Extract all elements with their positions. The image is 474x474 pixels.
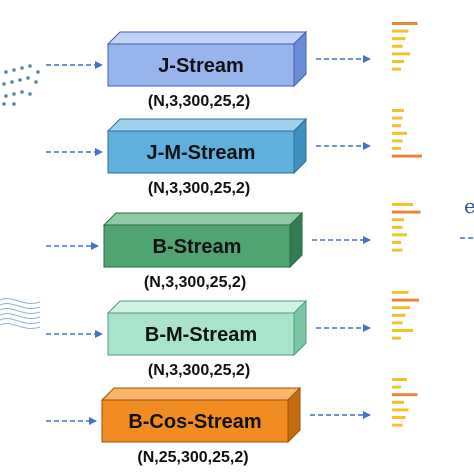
motion-wave-line	[0, 323, 41, 329]
stream-row: B-Stream (N,3,300,25,2)	[46, 203, 421, 291]
skeleton-joint-dot	[34, 80, 38, 84]
score-bar	[392, 116, 403, 120]
score-bar	[392, 22, 418, 25]
skeleton-joint-dot	[2, 82, 6, 86]
stream-box	[107, 43, 295, 87]
motion-wave-line	[0, 298, 41, 304]
score-bar-chart	[392, 291, 419, 340]
skeleton-joint-dot	[12, 102, 16, 106]
stream-output-shape: (N,3,300,25,2)	[148, 180, 250, 197]
fusion-symbol: e	[464, 194, 474, 218]
score-bar	[392, 203, 413, 206]
score-bar	[392, 298, 419, 302]
score-bar	[392, 393, 418, 397]
motion-wave-line	[0, 318, 41, 324]
score-bar	[392, 210, 421, 214]
stream-label: J-M-Stream	[147, 142, 256, 164]
score-bar	[392, 408, 409, 412]
score-bar-chart	[392, 22, 418, 71]
score-bar	[392, 52, 410, 56]
stream-label: J-Stream	[158, 55, 244, 77]
stream-output-shape: (N,3,300,25,2)	[144, 274, 246, 291]
score-bar	[392, 124, 401, 128]
score-bar	[392, 218, 404, 222]
motion-wave-line	[0, 313, 41, 319]
skeleton-joint-dot	[2, 102, 6, 106]
score-bar	[392, 109, 404, 112]
stream-row: J-Stream (N,3,300,25,2)	[46, 22, 418, 110]
score-bar	[392, 291, 409, 294]
stream-row: J-M-Stream (N,3,300,25,2)	[46, 109, 422, 197]
skeleton-joint-dot	[36, 70, 40, 74]
motion-wave-line	[0, 308, 41, 314]
skeleton-joint-dot	[12, 92, 16, 96]
skeleton-joint-dot	[20, 66, 24, 70]
score-bar	[392, 248, 403, 252]
score-bar	[392, 60, 404, 63]
score-bar	[392, 321, 403, 325]
score-bar	[392, 29, 409, 33]
stream-output-shape: (N,3,300,25,2)	[148, 93, 250, 110]
skeleton-joint-dot	[28, 64, 32, 68]
score-bar	[392, 400, 404, 404]
stream-box-top	[106, 118, 308, 132]
stream-box	[103, 224, 291, 268]
stream-row: B-Cos-Stream (N,25,300,25,2)	[46, 378, 418, 466]
skeleton-joint-dot	[12, 68, 16, 72]
score-bar	[392, 313, 406, 317]
skeleton-joint-dot	[26, 76, 30, 80]
stream-box	[107, 130, 295, 174]
score-bar-chart	[392, 203, 421, 252]
skeleton-joint-dot	[28, 92, 32, 96]
score-bar	[392, 67, 401, 71]
stream-box-top	[106, 300, 308, 314]
stream-output-shape: (N,3,300,25,2)	[148, 362, 250, 379]
input-skeleton-dots	[2, 64, 40, 106]
score-bar	[392, 44, 403, 48]
skeleton-joint-dot	[18, 78, 22, 82]
score-bar	[392, 147, 401, 150]
score-bar	[392, 306, 410, 310]
score-bar	[392, 423, 403, 427]
skeleton-joint-dot	[20, 90, 24, 94]
score-bar	[392, 329, 413, 332]
skeleton-joint-dot	[10, 80, 14, 84]
score-bar-chart	[392, 378, 418, 427]
stream-box-top	[100, 387, 302, 401]
motion-wave-line	[0, 303, 41, 309]
score-bar	[392, 336, 401, 340]
input-wave-lines	[0, 298, 41, 329]
stream-box-top	[102, 212, 304, 226]
score-bar	[392, 233, 407, 237]
score-bar	[392, 416, 406, 419]
score-bar	[392, 131, 407, 135]
stream-box-top	[106, 31, 308, 45]
stream-label: B-Stream	[153, 236, 242, 258]
stream-box	[107, 312, 295, 356]
stream-label: B-M-Stream	[145, 324, 257, 346]
score-bar	[392, 139, 403, 143]
score-bar	[392, 225, 403, 229]
skeleton-joint-dot	[4, 94, 8, 98]
score-bar-chart	[392, 109, 422, 158]
skeleton-joint-dot	[4, 70, 8, 74]
stream-label: B-Cos-Stream	[128, 411, 261, 433]
score-bar	[392, 378, 407, 381]
stream-box	[101, 399, 289, 443]
score-bar	[392, 385, 401, 389]
stream-output-shape: (N,25,300,25,2)	[137, 449, 248, 466]
score-bar	[392, 154, 422, 158]
score-bar	[392, 241, 401, 244]
score-bar	[392, 37, 406, 41]
stream-row: B-M-Stream (N,3,300,25,2)	[46, 291, 419, 379]
